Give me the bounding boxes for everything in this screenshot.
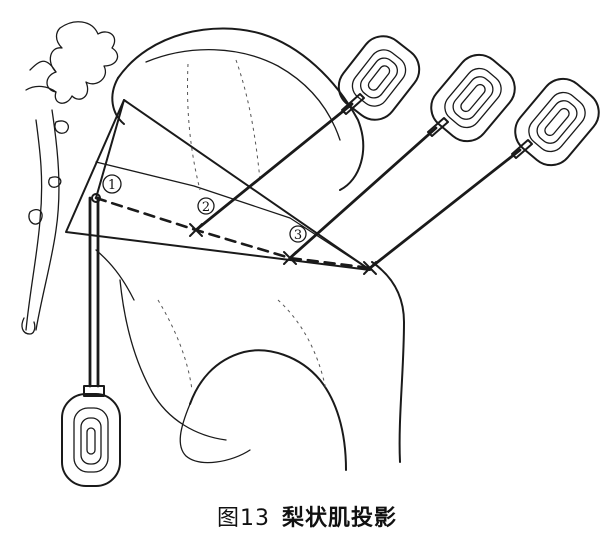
marker-3: 3	[289, 225, 307, 243]
landmark-points	[91, 193, 377, 275]
sacrum-outline	[21, 21, 119, 335]
femur-outline	[95, 249, 405, 471]
piriformis-projection-line	[94, 196, 372, 270]
svg-text:3: 3	[294, 228, 302, 243]
figure-number: 图13	[216, 506, 270, 531]
figure-title: 梨状肌投影	[281, 506, 397, 531]
ilium-outline	[111, 27, 365, 191]
marker-1: 1	[102, 174, 122, 194]
svg-text:2: 2	[202, 200, 210, 215]
marker-2: 2	[197, 197, 215, 215]
needle-probe-2	[288, 53, 516, 260]
svg-text:1: 1	[108, 178, 116, 193]
figure-caption: 图13 梨状肌投影	[0, 500, 614, 532]
needle-probe-3	[368, 77, 600, 270]
needle-probe-1	[194, 35, 421, 232]
projection-triangle	[65, 99, 371, 271]
needle-probe-vertical	[61, 196, 121, 487]
